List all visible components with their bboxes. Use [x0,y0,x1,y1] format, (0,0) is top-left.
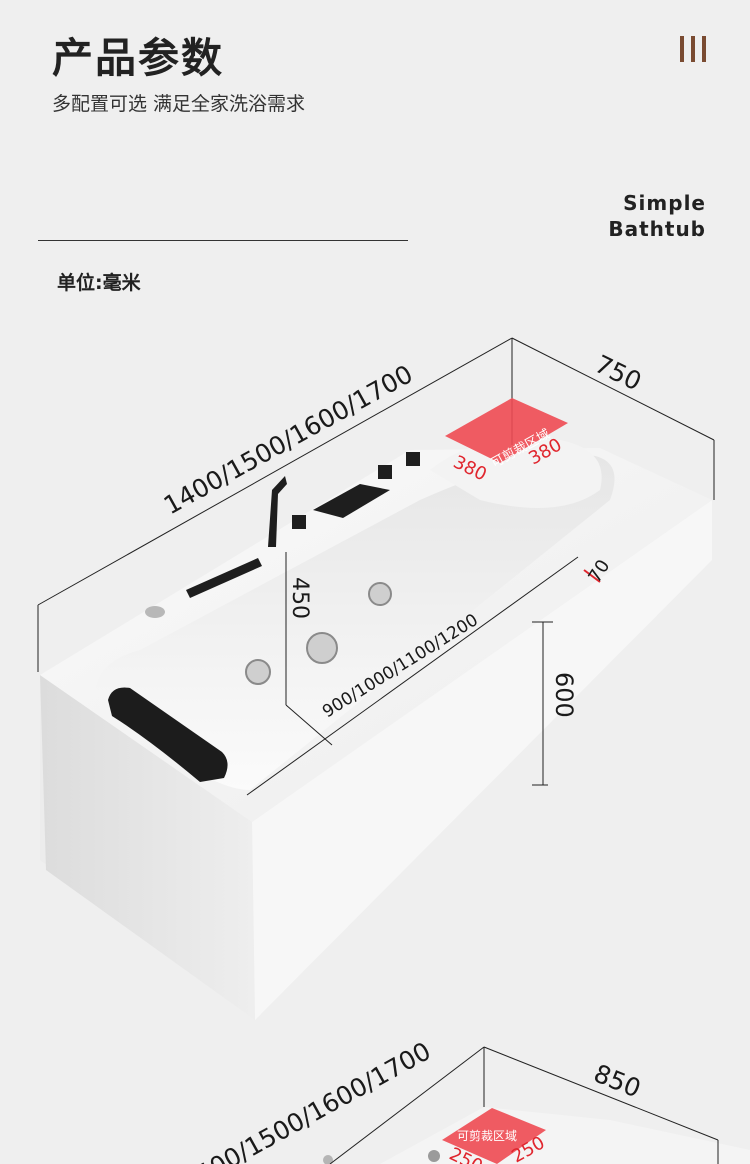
tub2-cut-zone [442,1108,546,1164]
tub1-depth-label: 450 [287,577,312,619]
tub2-knob-icon [323,1155,333,1164]
valve-knob-icon [292,515,306,529]
brand-line-2: Bathtub [608,217,706,241]
unit-label: 单位:毫米 [57,272,141,294]
tub1-backrest [430,438,602,508]
bathtub-2 [323,1107,750,1164]
pillow-icon [108,687,228,782]
tub1-end-face [40,675,255,1020]
bathtub-1 [40,438,712,1020]
tub1-dimension-lines [37,337,715,796]
hand-shower-icon [268,476,287,547]
page-subtitle: 多配置可选 满足全家洗浴需求 [52,93,306,115]
tub2-cut-zone-label: 可剪裁区域 [457,1128,517,1143]
brand-label: Simple Bathtub [608,190,706,242]
tub2-width-label: 850 [590,1059,645,1104]
control-panel-icon [186,558,262,598]
faucet-spout-icon [313,484,390,518]
tub2-knob-icon [428,1150,440,1162]
rim-dimension-marker [583,569,601,583]
tub1-height-label: 600 [550,672,578,718]
tub1-cut-zone [445,398,568,463]
tub2-dimension-lines [329,1046,719,1164]
jet-icon [245,659,271,685]
valve-knob-icon [378,465,392,479]
tub1-front-face [252,500,712,1020]
tub1-width-label: 750 [590,349,646,396]
drain-knob-icon [145,606,165,618]
tub1-basin [95,455,615,790]
jet-icon [368,582,392,606]
page-title: 产品参数 [52,34,224,82]
jet-icon [306,632,338,664]
brand-line-1: Simple [623,191,706,215]
tub2-length-label: 1400/1500/1600/1700 [177,1036,436,1164]
decorative-bars-icon [680,36,706,62]
valve-knob-icon [406,452,420,466]
divider [38,240,408,241]
